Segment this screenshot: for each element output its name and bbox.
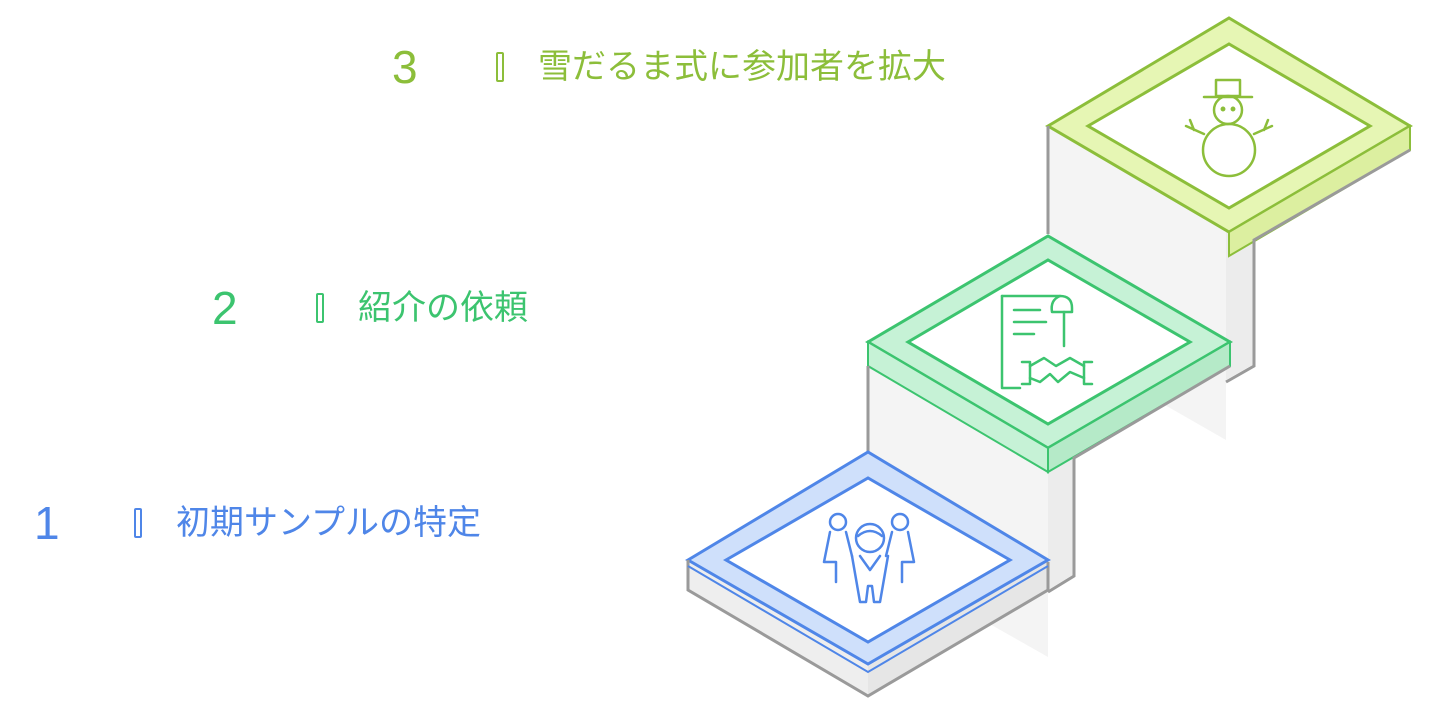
step-1-block <box>685 450 1051 698</box>
step-2-text: 紹介の依頼 <box>358 288 528 328</box>
step-3-marker <box>496 52 504 82</box>
step-2-label: 2 紹介の依頼 <box>212 285 528 331</box>
step-1-label: 1 初期サンプルの特定 <box>34 500 481 546</box>
snowman-icon <box>1184 78 1274 178</box>
step-text-1: 初期サンプルの特定 <box>176 503 481 543</box>
step-3-text: 雪だるま式に参加者を拡大 <box>538 47 946 87</box>
step-2-number: 2 <box>212 282 238 334</box>
people-group-icon <box>822 512 916 604</box>
step-3-number: 3 <box>392 41 418 93</box>
step-1-marker <box>134 508 142 538</box>
step-1-number: 1 <box>34 497 60 549</box>
contract-handshake-icon <box>1000 294 1094 390</box>
step-3-label: 3 雪だるま式に参加者を拡大 <box>392 44 946 90</box>
step-2-marker <box>316 293 324 323</box>
step-2-block <box>865 234 1233 657</box>
